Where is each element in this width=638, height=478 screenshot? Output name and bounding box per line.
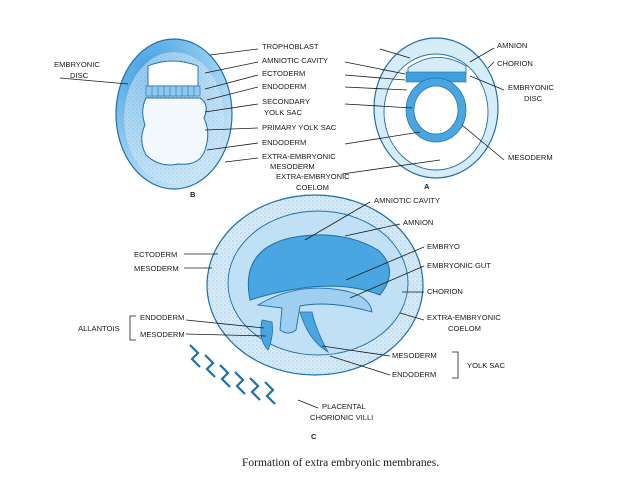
figure-c-allantois (260, 319, 273, 351)
label-b-endoderm: ENDODERM (262, 82, 306, 91)
figure-b-ectoderm-cells (145, 85, 201, 97)
figure-c-embryo (256, 287, 373, 334)
figure-caption: Formation of extra embryonic membranes. (242, 457, 439, 469)
figure-c: C (189, 194, 424, 441)
label-c-amnion: AMNION (403, 218, 433, 227)
label-b-extra-embryonic-coelom-2: COELOM (296, 183, 329, 192)
label-c-yolk-endoderm: ENDODERM (392, 370, 436, 379)
label-c-embryo: EMBRYO (427, 242, 460, 251)
figure-c-labels: AMNIOTIC CAVITY AMNION ECTODERM MESODERM… (78, 196, 505, 422)
label-b-extra-embryonic-mesoderm-1: EXTRA-EMBRYONIC (262, 152, 336, 161)
figure-b-labels: EMBRYONIC DISC TROPHOBLAST AMNIOTIC CAVI… (54, 42, 350, 192)
label-b-endoderm-2: ENDODERM (262, 138, 306, 147)
label-c-amniotic-cavity: AMNIOTIC CAVITY (374, 196, 440, 205)
label-b-embryonic-disc-1: EMBRYONIC (54, 60, 100, 69)
label-a-mesoderm: MESODERM (508, 153, 553, 162)
label-c-allantois-mesoderm: MESODERM (140, 330, 185, 339)
label-b-primary-yolk-sac: PRIMARY YOLK SAC (262, 123, 337, 132)
label-a-embryonic-disc-2: DISC (524, 94, 543, 103)
label-c-allantois-endoderm: ENDODERM (140, 313, 184, 322)
label-b-trophoblast: TROPHOBLAST (262, 42, 319, 51)
figure-b-amniotic-cavity (147, 60, 199, 87)
label-c-placental-1: PLACENTAL (322, 402, 366, 411)
label-c-extra-embryonic-coelom-2: COELOM (448, 324, 481, 333)
label-b-extra-embryonic-coelom-1: EXTRA-EMBRYONIC (276, 172, 350, 181)
figure-b: B (115, 38, 233, 199)
leader-lines (59, 47, 505, 409)
label-c-placental-2: CHORIONIC VILLI (310, 413, 373, 422)
figure-b-primary-yolk-sac (141, 97, 209, 166)
label-a-amnion: AMNION (497, 41, 527, 50)
label-c-chorion: CHORION (427, 287, 463, 296)
label-b-amniotic-cavity: AMNIOTIC CAVITY (262, 56, 328, 65)
label-c-allantois: ALLANTOIS (78, 324, 120, 333)
figure-a-amnion (407, 57, 467, 75)
label-c-embryonic-gut: EMBRYONIC GUT (427, 261, 491, 270)
label-c-yolk-sac: YOLK SAC (467, 361, 505, 370)
label-c-extra-embryonic-coelom-1: EXTRA-EMBRYONIC (427, 313, 501, 322)
label-b-ectoderm: ECTODERM (262, 69, 305, 78)
figure-b-letter: B (190, 190, 196, 199)
label-c-yolk-mesoderm: MESODERM (392, 351, 437, 360)
label-c-ectoderm: ECTODERM (134, 250, 177, 259)
label-b-extra-embryonic-mesoderm-2: MESODERM (270, 162, 315, 171)
figure-a-letter: A (424, 182, 430, 191)
figure-c-amniotic-cavity (247, 234, 390, 301)
label-a-chorion: CHORION (497, 59, 533, 68)
figure-c-letter: C (311, 432, 317, 441)
figure-c-chorionic-villi (189, 344, 276, 405)
label-b-secondary-yolk-sac-1: SECONDARY (262, 97, 310, 106)
figure-a: A (373, 37, 499, 191)
label-c-mesoderm: MESODERM (134, 264, 179, 273)
label-a-embryonic-disc-1: EMBRYONIC (508, 83, 554, 92)
label-b-embryonic-disc-2: DISC (70, 71, 89, 80)
figure-a-yolk-sac-cells (405, 77, 467, 143)
label-b-secondary-yolk-sac-2: YOLK SAC (264, 108, 302, 117)
figure-a-labels: AMNION CHORION EMBRYONIC DISC MESODERM (497, 41, 554, 162)
figure-c-yolk-sac (299, 311, 330, 354)
